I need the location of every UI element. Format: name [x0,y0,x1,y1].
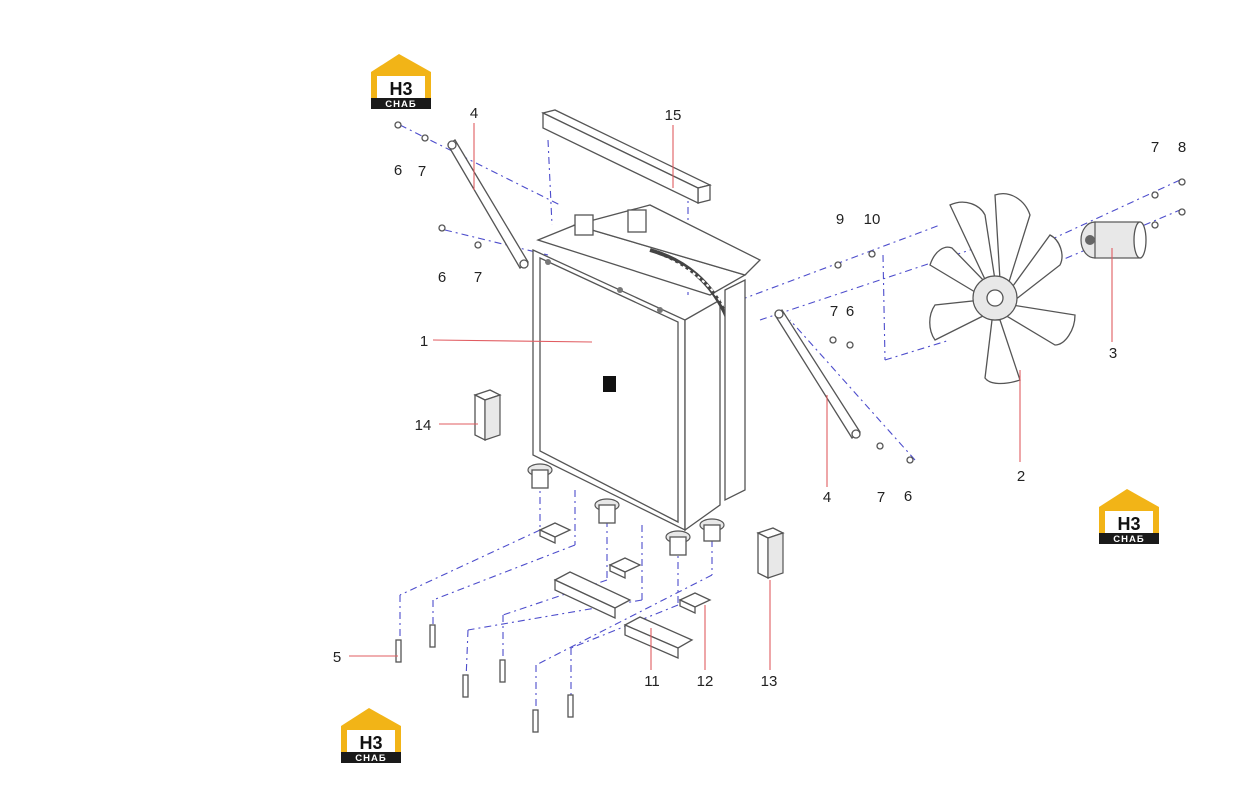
pads-12 [538,522,712,615]
support-strut-left [447,139,529,269]
callout-6-b: 6 [438,269,446,286]
callout-5: 5 [333,649,341,666]
logo-top-left: H3 CHAБ [371,54,431,110]
mount-feet [527,463,725,556]
support-strut-right [774,309,861,439]
logo-bottom-left: H3 CHAБ [341,708,401,764]
callout-6-a: 6 [394,162,402,179]
callout-3: 3 [1109,345,1117,362]
rubber-block-14 [473,389,502,442]
callout-14: 14 [415,417,432,434]
callout-8: 8 [1178,139,1186,156]
callout-11: 11 [644,673,660,690]
callout-4-bottom: 4 [823,489,831,506]
rubber-block-13 [756,527,785,580]
callouts: 1 2 3 4 4 5 6 6 6 6 7 7 7 7 7 8 9 10 11 … [333,105,1186,690]
callout-1: 1 [420,333,428,350]
callout-6-c: 6 [846,303,854,320]
callout-7-b: 7 [474,269,482,286]
radiator-core [532,204,762,532]
logo-top-left-text: H3 [389,79,412,99]
callout-4-top: 4 [470,105,478,122]
fan-motor [1080,221,1147,259]
callout-10: 10 [864,211,881,228]
assembly-lines [399,124,1181,720]
callout-7-d: 7 [877,489,885,506]
logo-right: H3 CHAБ [1099,489,1159,545]
logo-bottom-left-subtext: CHAБ [355,753,386,764]
callout-13: 13 [761,673,778,690]
callout-12: 12 [697,673,714,690]
callout-2: 2 [1017,468,1025,485]
leader-lines [349,123,1113,670]
callout-15: 15 [665,107,682,124]
callout-7-c: 7 [830,303,838,320]
callout-6-d: 6 [904,488,912,505]
callout-7-e: 7 [1151,139,1159,156]
logo-bottom-left-text: H3 [359,733,382,753]
top-bracket-bar [541,109,712,205]
support-beam-11 [553,571,694,659]
logo-right-subtext: CHAБ [1113,534,1144,545]
cooling-fan [929,193,1076,385]
radiator-label-plate [603,376,616,392]
logo-right-text: H3 [1117,514,1140,534]
callout-7-a: 7 [418,163,426,180]
callout-9: 9 [836,211,844,228]
logo-top-left-subtext: CHAБ [385,99,416,110]
fasteners [394,121,1186,733]
